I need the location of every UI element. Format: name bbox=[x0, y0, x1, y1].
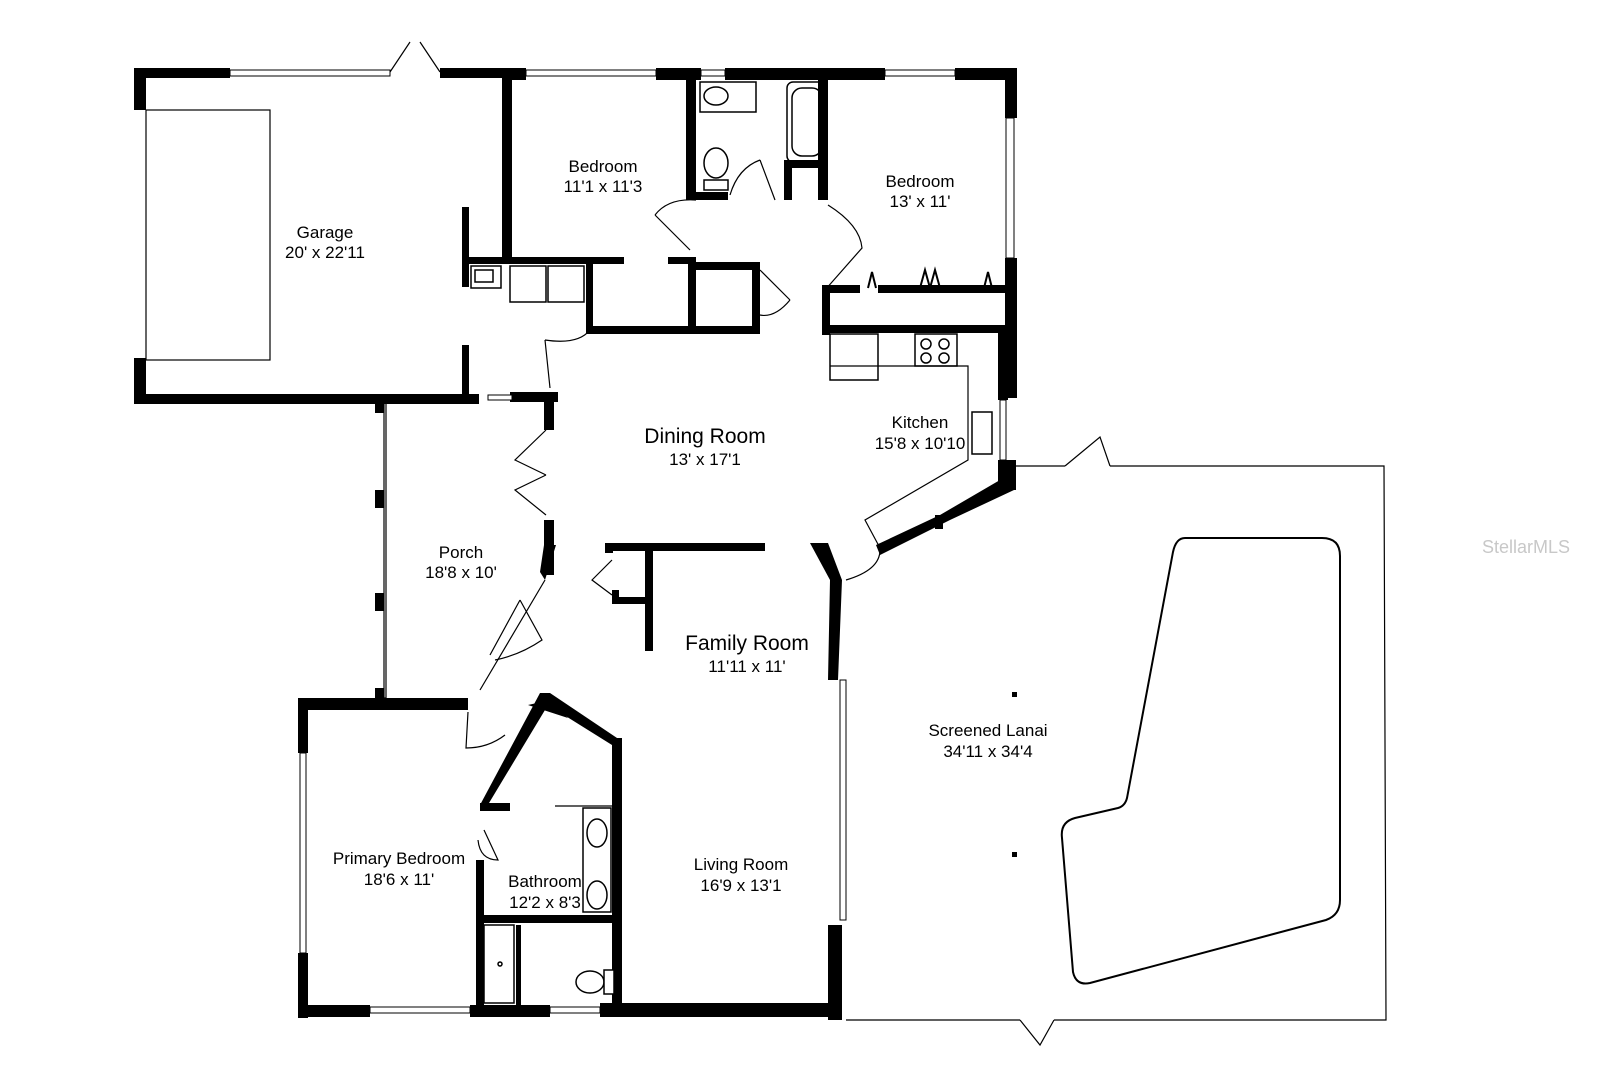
laundry-area bbox=[469, 257, 624, 334]
coat-closet-door[interactable] bbox=[591, 559, 613, 596]
closet-door[interactable] bbox=[759, 269, 791, 317]
bathroom-label: Bathroom bbox=[508, 872, 582, 891]
garage-walls bbox=[134, 68, 512, 404]
garage-size: 20' x 22'11 bbox=[285, 243, 365, 262]
bath-door[interactable] bbox=[729, 159, 776, 201]
kitchen-label: Kitchen bbox=[892, 413, 949, 432]
lanai-post bbox=[1012, 852, 1017, 857]
watermark: StellarMLS bbox=[1482, 537, 1570, 557]
garage-service-door[interactable] bbox=[389, 41, 441, 73]
bedroom-2-label: Bedroom bbox=[886, 172, 955, 191]
garage-car-bay bbox=[145, 109, 271, 361]
porch-walls bbox=[375, 402, 387, 700]
bathroom-door[interactable] bbox=[477, 829, 499, 861]
garage-label: Garage bbox=[297, 223, 354, 242]
closet-bifold-doors[interactable] bbox=[867, 266, 993, 289]
living-room-size: 16'9 x 13'1 bbox=[700, 876, 781, 895]
primary-bedroom-door[interactable] bbox=[465, 711, 506, 749]
lanai-door[interactable] bbox=[845, 549, 881, 581]
primary-bedroom-label: Primary Bedroom bbox=[333, 849, 465, 868]
family-room-walls bbox=[600, 543, 847, 1020]
porch-size: 18'8 x 10' bbox=[425, 563, 497, 582]
kitchen-size: 15'8 x 10'10 bbox=[875, 434, 966, 453]
bedroom-2-door[interactable] bbox=[824, 204, 863, 291]
porch-french-doors[interactable] bbox=[513, 429, 547, 516]
hall-bath bbox=[699, 80, 828, 200]
screened-lanai-label: Screened Lanai bbox=[928, 721, 1047, 740]
lanai-post bbox=[1012, 692, 1017, 697]
primary-bedroom-size: 18'6 x 11' bbox=[364, 870, 434, 889]
bathroom-fixtures bbox=[483, 805, 615, 1004]
family-room-label: Family Room bbox=[685, 632, 809, 655]
kitchen-exterior-wall bbox=[876, 480, 1014, 555]
porch-door[interactable] bbox=[489, 599, 543, 661]
bedroom-1-size: 11'1 x 11'3 bbox=[564, 177, 643, 196]
porch-label: Porch bbox=[439, 543, 483, 562]
bedroom-2-size: 13' x 11' bbox=[890, 192, 951, 211]
dining-room-size: 13' x 17'1 bbox=[669, 450, 741, 469]
room-labels: Garage 20' x 22'11 Bedroom 11'1 x 11'3 B… bbox=[285, 157, 1048, 912]
family-room-size: 11'11 x 11' bbox=[708, 657, 785, 676]
bedroom-1-door[interactable] bbox=[654, 199, 697, 251]
porch-angled-wall bbox=[479, 545, 556, 691]
bedroom-1-walls bbox=[512, 68, 1017, 200]
hall-closets bbox=[593, 257, 760, 334]
dining-room-label: Dining Room bbox=[644, 425, 765, 448]
primary-bedroom-walls bbox=[298, 698, 601, 1018]
lanai-screen-enclosure bbox=[846, 435, 1387, 1047]
bathroom-size: 12'2 x 8'3 bbox=[509, 893, 581, 912]
bathroom-walls bbox=[476, 693, 622, 1010]
pool-outline bbox=[1060, 537, 1341, 985]
living-room-label: Living Room bbox=[694, 855, 789, 874]
laundry-door[interactable] bbox=[544, 329, 591, 389]
screened-lanai-size: 34'11 x 34'4 bbox=[943, 742, 1032, 761]
bedroom-1-label: Bedroom bbox=[569, 157, 638, 176]
kitchen-fixtures bbox=[829, 325, 1016, 549]
